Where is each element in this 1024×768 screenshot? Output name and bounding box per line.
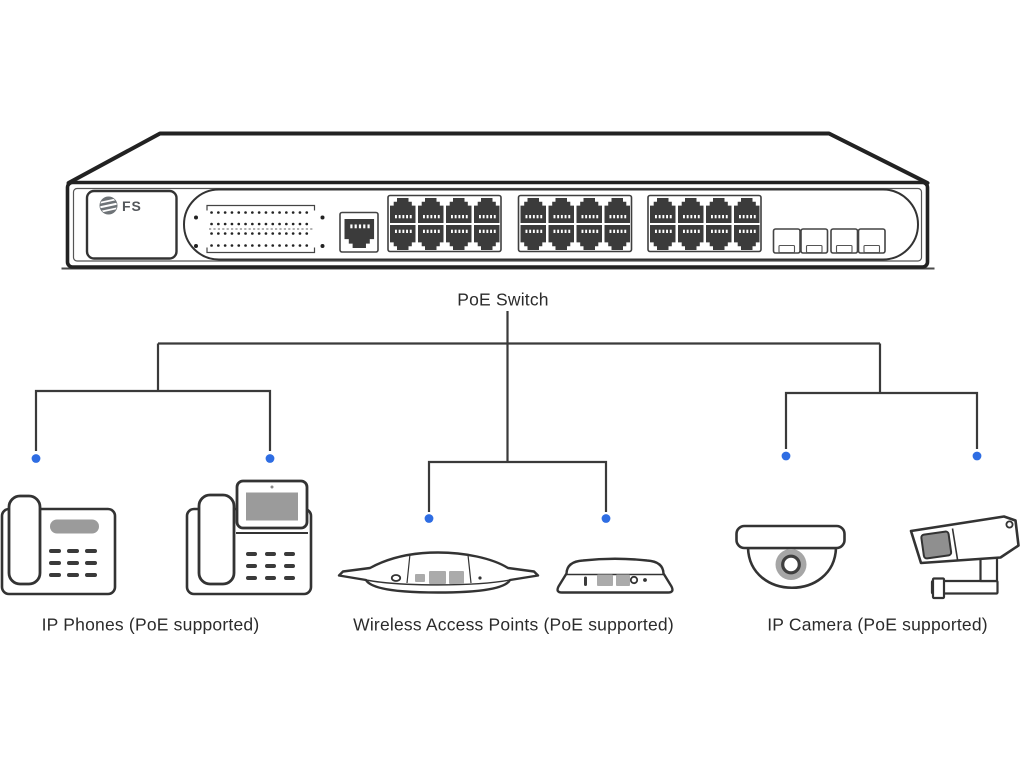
console-port-icon (339, 211, 379, 253)
dome-mount-bar (735, 524, 846, 550)
desk-phone-icon (0, 494, 117, 596)
mount-post (979, 555, 999, 583)
poe-switch-illustration: FS (61, 131, 935, 270)
switch-top-face (66, 131, 930, 185)
switch-label: PoE Switch (457, 290, 548, 310)
connection-dot (972, 451, 982, 461)
right-branch-line (784, 343, 979, 449)
connection-dot (424, 514, 434, 523)
rj45-port-bank-1 (387, 194, 502, 253)
brand-panel: FS (85, 189, 178, 260)
connection-dot (31, 454, 41, 463)
fs-logo-icon (98, 196, 119, 215)
connection-dots (31, 451, 982, 523)
connection-dot (601, 514, 611, 523)
sfp-port-icon (772, 228, 801, 254)
rj45-port-bank-3 (647, 194, 762, 253)
faceplate-screws (194, 215, 325, 248)
branch-label-wireless-aps: Wireless Access Points (PoE supported) (353, 615, 674, 635)
phone-handset (197, 493, 236, 586)
left-branch-line (34, 343, 272, 451)
center-branch-line (427, 460, 608, 512)
wireless-ap-front-icon (556, 557, 674, 594)
wireless-ap-side-icon (337, 551, 540, 594)
sfp-port-icon (830, 228, 859, 254)
wall-tab (931, 577, 946, 600)
sfp-port-icon (800, 228, 829, 254)
branch-label-ip-cameras: IP Camera (PoE supported) (767, 615, 988, 635)
brand-text: FS (122, 198, 142, 214)
camera-lens (920, 530, 953, 560)
dome-camera-icon (735, 524, 846, 590)
video-phone-icon (185, 479, 313, 596)
connection-dot (781, 451, 791, 461)
led-indicator-grid (194, 204, 325, 254)
connection-dot (265, 454, 275, 463)
sfp-port-icon (857, 228, 886, 254)
phone-handset (7, 494, 42, 586)
bullet-camera-icon (909, 515, 1020, 600)
phone-screen (235, 479, 309, 530)
connection-tree-lines (34, 311, 979, 512)
rj45-port-bank-2 (517, 194, 633, 253)
branch-label-ip-phones: IP Phones (PoE supported) (42, 615, 260, 635)
camera-lens (781, 554, 801, 575)
